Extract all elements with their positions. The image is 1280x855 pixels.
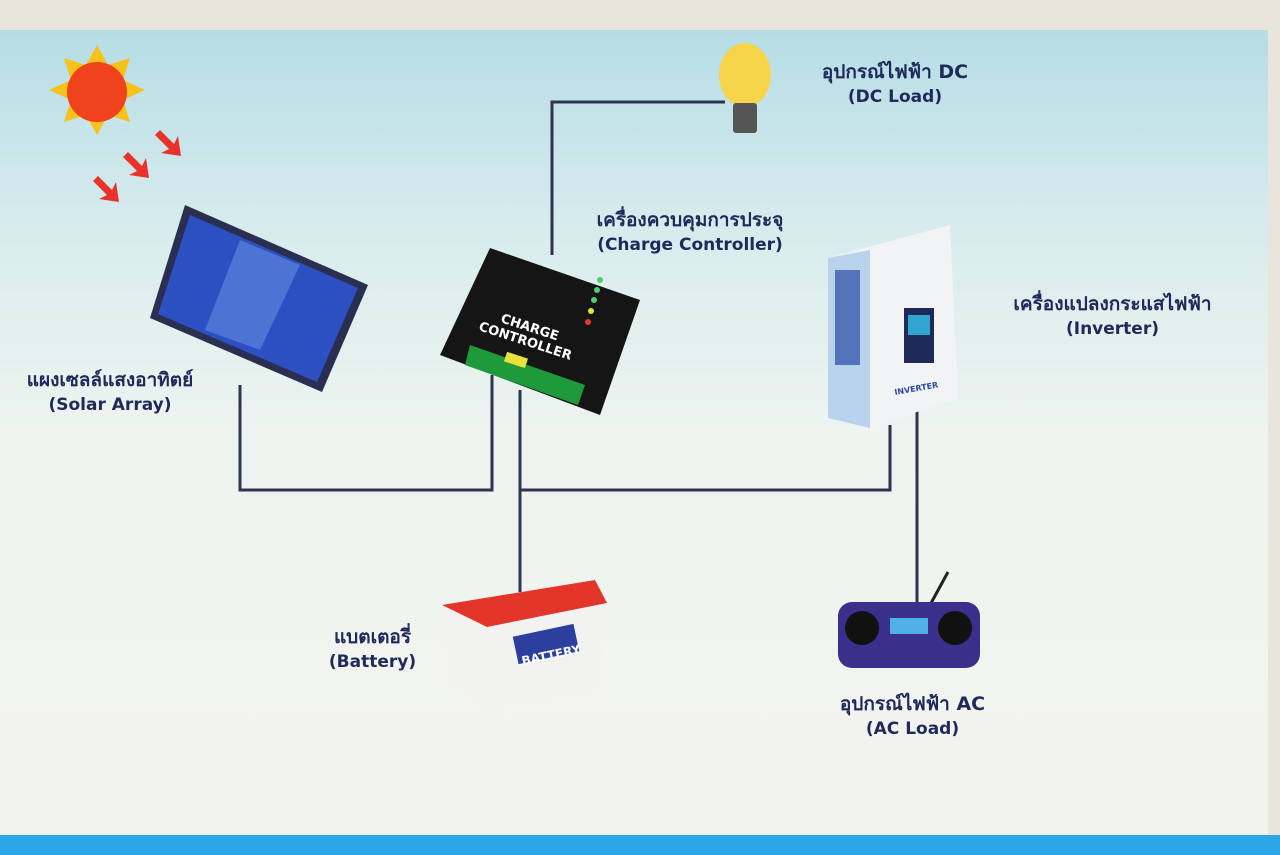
diagram-background <box>0 30 1268 835</box>
charge-controller-device: CHARGE CONTROLLER <box>440 248 640 415</box>
label-ac-load-en: (AC Load) <box>865 718 960 739</box>
bottom-strip <box>0 835 1280 855</box>
label-inverter: เครื่องแปลงกระแสไฟฟ้า (Inverter) <box>970 292 1255 341</box>
label-charge-controller-th: เครื่องควบคุมการประจุ <box>596 209 784 231</box>
label-charge-controller-en: (Charge Controller) <box>597 234 783 255</box>
label-solar-array-th: แผงเซลล์แสงอาทิตย์ <box>26 369 194 391</box>
sun-icon <box>49 45 145 135</box>
label-solar-array-en: (Solar Array) <box>48 394 172 415</box>
label-dc-load-th: อุปกรณ์ไฟฟ้า DC <box>821 61 969 83</box>
lightbulb-icon <box>719 43 771 133</box>
wire-battery-inverter <box>520 425 892 492</box>
label-ac-load: อุปกรณ์ไฟฟ้า AC (AC Load) <box>800 692 1025 741</box>
inverter-device: INVERTER <box>828 225 958 428</box>
label-dc-load-en: (DC Load) <box>847 86 943 107</box>
label-battery: แบตเตอรี่ (Battery) <box>310 625 435 674</box>
label-inverter-en: (Inverter) <box>1065 318 1159 339</box>
label-ac-load-th: อุปกรณ์ไฟฟ้า AC <box>839 693 986 715</box>
battery-device: BATTERY <box>440 580 607 710</box>
label-solar-array: แผงเซลล์แสงอาทิตย์ (Solar Array) <box>0 368 250 417</box>
wire-solar-controller <box>238 375 494 492</box>
label-battery-en: (Battery) <box>328 651 417 672</box>
solar-panel-icon <box>150 205 368 392</box>
sunray-arrows-icon <box>93 130 181 202</box>
label-inverter-th: เครื่องแปลงกระแสไฟฟ้า <box>1013 293 1212 315</box>
radio-icon <box>838 571 980 668</box>
wires <box>238 100 919 602</box>
label-charge-controller: เครื่องควบคุมการประจุ (Charge Controller… <box>555 208 825 257</box>
wire-controller-dcload <box>550 100 725 255</box>
label-battery-th: แบตเตอรี่ <box>333 626 412 648</box>
label-dc-load: อุปกรณ์ไฟฟ้า DC (DC Load) <box>775 60 1015 109</box>
